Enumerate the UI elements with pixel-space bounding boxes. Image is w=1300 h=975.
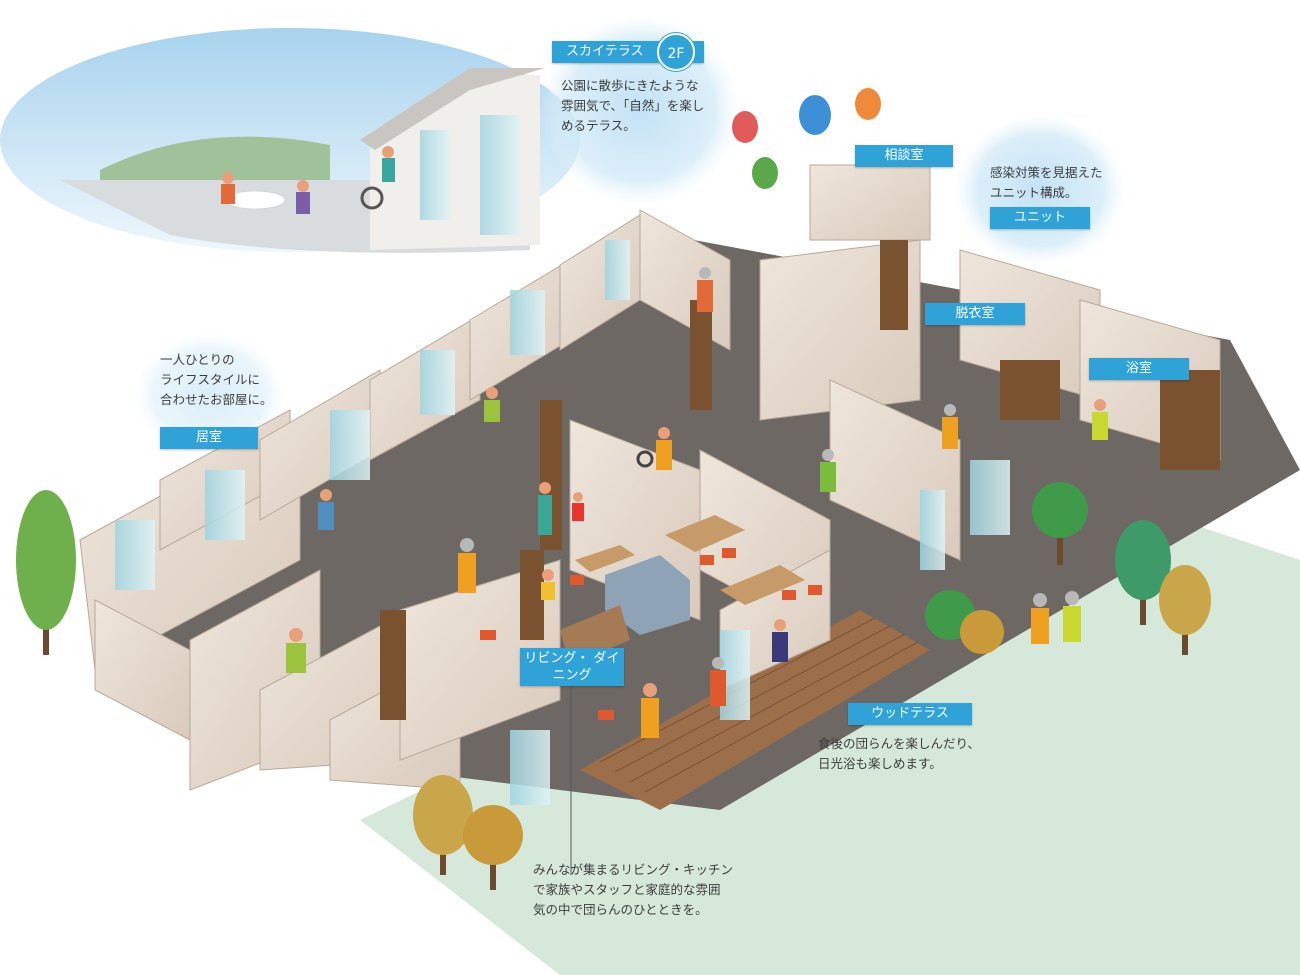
- bath-tag: 浴室: [1089, 358, 1189, 380]
- trees: [16, 482, 1211, 890]
- consultation-tag: 相談室: [855, 145, 953, 167]
- sky-terrace-desc: 公園に散歩にきたような 雰囲気で、「自然」を楽し めるテラス。: [561, 78, 705, 133]
- sky-terrace-inset: [0, 28, 580, 253]
- sky-terrace-label: スカイテラス: [566, 44, 644, 59]
- wood-terrace-tag: ウッドテラス: [848, 703, 972, 725]
- dressing-tag: 脱衣室: [925, 303, 1025, 325]
- floor-badge: 2F: [657, 33, 695, 71]
- balloons: [732, 88, 881, 189]
- private-room-tag: 居室: [160, 427, 258, 449]
- living-dining-tag: リビング・ ダイニング: [520, 648, 624, 686]
- wood-terrace-desc: 食後の団らんを楽しんだり、 日光浴も楽しめます。: [818, 736, 981, 771]
- unit-desc: 感染対策を見据えた ユニット構成。: [990, 165, 1103, 200]
- unit-tag: ユニット: [990, 207, 1090, 229]
- private-room-desc: 一人ひとりの ライフスタイルに 合わせたお部屋に。: [160, 352, 273, 407]
- people: [286, 267, 1108, 738]
- living-desc: みんなが集まるリビング・キッチン で家族やスタッフと家庭的な雰囲 気の中で団らん…: [533, 862, 734, 917]
